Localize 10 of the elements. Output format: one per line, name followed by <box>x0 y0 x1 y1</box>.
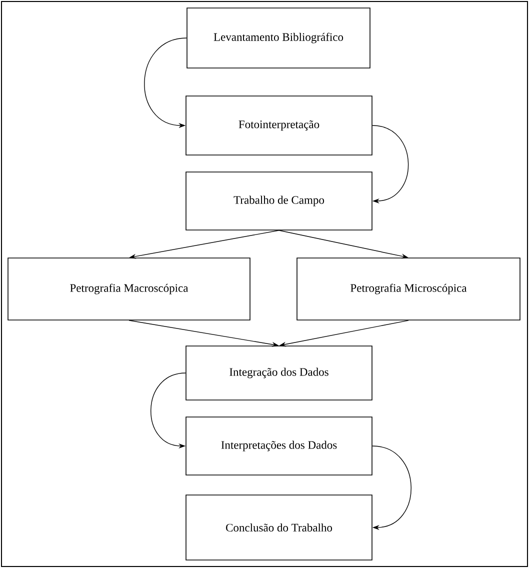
process-box: Conclusão do Trabalho <box>186 494 372 560</box>
process-box: Petrografia Macroscópica <box>8 258 250 320</box>
arrow <box>372 125 409 204</box>
process-box: Levantamento Bibliográfico <box>186 8 370 68</box>
process-box: Petrografia Microscópica <box>296 258 520 320</box>
process-box: Trabalho de Campo <box>186 172 372 230</box>
process-box: Interpretações dos Dados <box>186 416 372 476</box>
process-box: Fotointerpretação <box>186 96 372 156</box>
process-box: Integração dos Dados <box>186 346 372 400</box>
arrow <box>372 446 412 530</box>
